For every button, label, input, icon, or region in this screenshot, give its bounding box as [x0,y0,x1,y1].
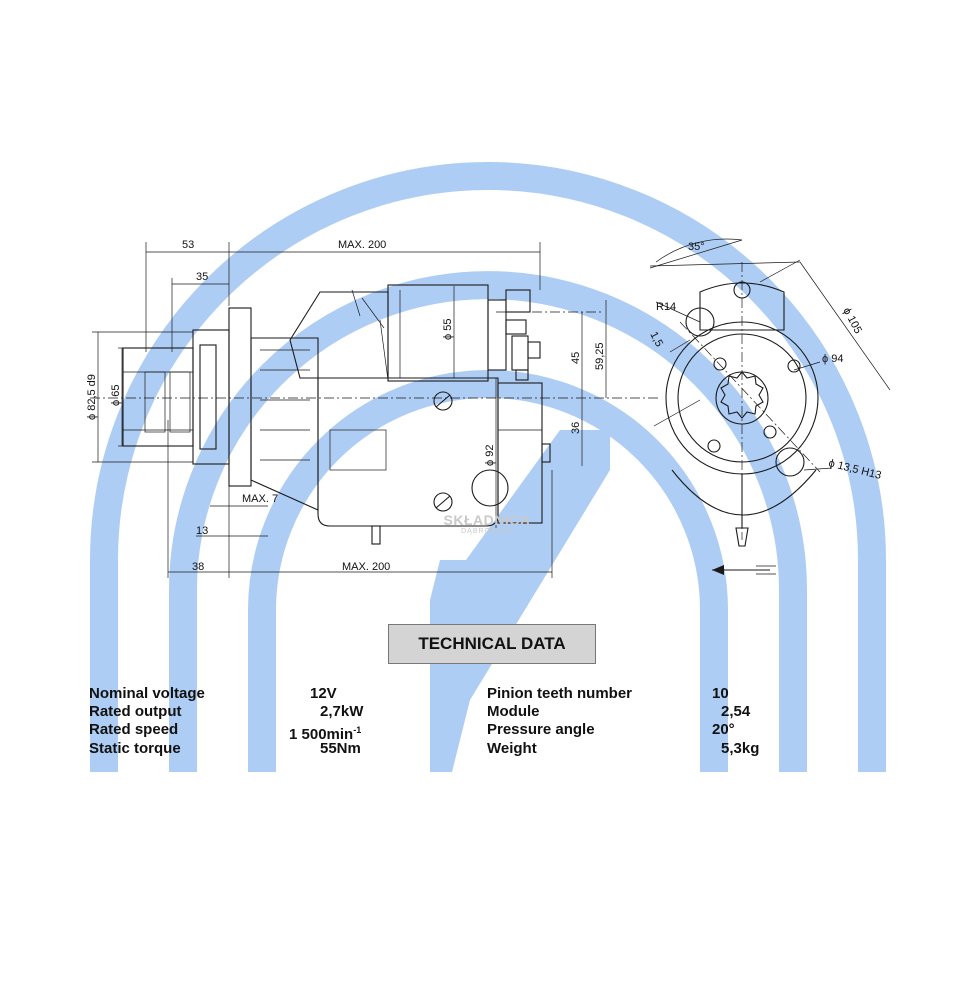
spec-value-static-torque: 55Nm [320,740,361,757]
dim-36: 36 [570,422,582,434]
background-arcs [90,162,886,772]
dim-d92: ϕ 92 [484,445,496,466]
starter-side-view [122,284,551,545]
dim-13: 13 [196,525,208,537]
dim-59-25: 59,25 [594,342,606,370]
spec-value-pinion-teeth: 10 [712,685,729,702]
rated-speed-number: 1 500min [289,726,354,743]
spec-value-module: 2,54 [721,703,751,720]
starter-end-view [649,238,891,575]
spec-label-module: Module [487,703,540,720]
dim-d82-5: ϕ 82,5 d9 [86,374,98,420]
dim-d105: ϕ 105 [840,306,864,336]
spec-label-rated-speed: Rated speed [89,721,179,738]
dim-max200-bottom: MAX. 200 [342,561,390,573]
spec-label-pressure-angle: Pressure angle [487,721,595,738]
dim-max200-top: MAX. 200 [338,239,386,251]
technical-data-title: TECHNICAL DATA [388,624,596,664]
dim-d65: ϕ 65 [110,385,122,406]
rated-speed-exponent: -1 [353,725,362,735]
spec-value-rated-speed: 1 500min-1 [289,721,361,744]
spec-label-weight: Weight [487,740,537,757]
watermark-brand: SKŁADNICA [443,512,531,528]
spec-label-pinion-teeth: Pinion teeth number [487,685,633,702]
dim-d55: ϕ 55 [442,319,454,340]
watermark-sub: DĄBROWSKI [461,528,513,535]
background-chevron [430,430,610,772]
spec-value-weight: 5,3kg [721,740,760,757]
dim-max7: MAX. 7 [242,493,278,505]
spec-label-static-torque: Static torque [89,740,181,757]
dim-angle-35: 35° [688,241,705,253]
dim-d94: ϕ 94 [822,353,843,365]
side-view-dimension-lines [92,242,607,578]
spec-value-nominal-voltage: 12V [310,685,337,702]
spec-label-rated-output: Rated output [89,703,182,720]
dim-53: 53 [182,239,194,251]
dim-r14: R14 [656,301,676,313]
dim-45: 45 [570,352,582,364]
spec-value-rated-output: 2,7kW [320,703,364,720]
spec-value-pressure-angle: 20° [712,721,735,738]
dim-38: 38 [192,561,204,573]
dim-35: 35 [196,271,208,283]
spec-label-nominal-voltage: Nominal voltage [89,685,205,702]
